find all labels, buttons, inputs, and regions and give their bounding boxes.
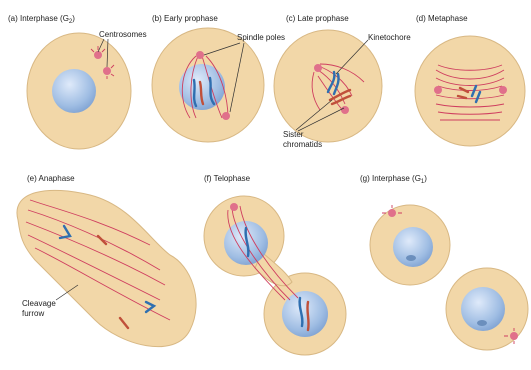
kinetochore-label: Kinetochore <box>368 33 411 42</box>
panel-b-title: (b) Early prophase <box>152 14 218 23</box>
spindle-pole-icon <box>230 203 238 211</box>
cell-interphase-g2 <box>27 33 131 149</box>
cleavage-furrow-label-1: Cleavage <box>22 299 56 308</box>
cell-late-prophase <box>274 30 382 142</box>
nucleolus <box>477 320 487 326</box>
spindle-pole-icon <box>434 86 442 94</box>
cell-body <box>274 30 382 142</box>
sister-chromatids-label-1: Sister <box>283 130 304 139</box>
cleavage-furrow-label-2: furrow <box>22 309 44 318</box>
nucleus <box>282 291 328 337</box>
cell-early-prophase <box>152 28 264 142</box>
nucleus <box>393 227 433 267</box>
spindle-pole-icon <box>196 51 204 59</box>
cell-body <box>17 190 196 346</box>
cell-metaphase <box>415 36 525 146</box>
nucleolus <box>406 255 416 261</box>
spindle-pole-icon <box>499 86 507 94</box>
panel-f-title: (f) Telophase <box>204 174 251 183</box>
panel-c-title: (c) Late prophase <box>286 14 349 23</box>
spindle-poles-label: Spindle poles <box>237 33 285 42</box>
panel-e-title: (e) Anaphase <box>27 174 75 183</box>
cell-anaphase <box>17 190 196 346</box>
cell-body <box>415 36 525 146</box>
panel-d-title: (d) Metaphase <box>416 14 468 23</box>
cell-interphase-g1 <box>370 205 528 350</box>
nucleus <box>52 69 96 113</box>
spindle-pole-icon <box>341 106 349 114</box>
cell-telophase <box>204 196 346 355</box>
sister-chromatids-label-2: chromatids <box>283 140 322 149</box>
panel-g-title: (g) Interphase (G1) <box>360 174 427 185</box>
chromosome <box>307 302 308 330</box>
panel-a-title: (a) Interphase (G2) <box>8 14 75 25</box>
spindle-pole-icon <box>314 64 322 72</box>
centrosomes-label: Centrosomes <box>99 30 147 39</box>
spindle-pole-icon <box>222 112 230 120</box>
